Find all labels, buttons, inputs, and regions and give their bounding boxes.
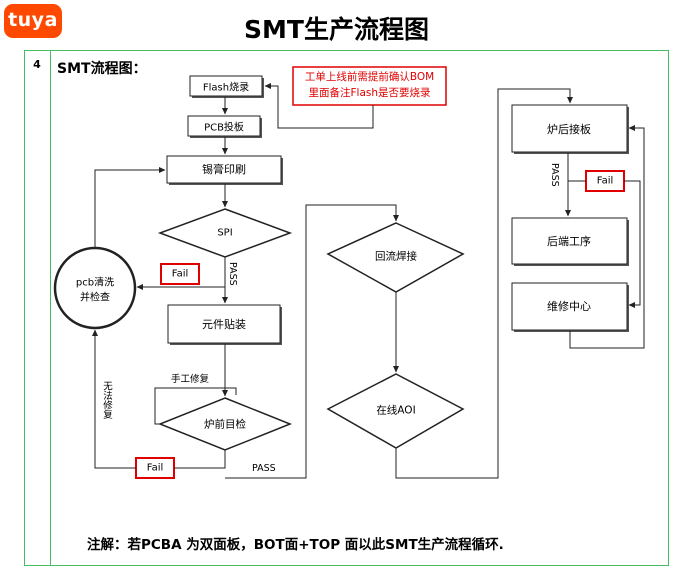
fail-label-pre-oven: Fail <box>146 462 164 474</box>
node-aoi-label: 在线AOI <box>376 404 416 417</box>
arrow-pre-oven-pass-to-reflow <box>225 204 399 479</box>
frame-border-left <box>24 50 25 565</box>
pass-label-post-oven: PASS <box>549 163 560 187</box>
node-pre-oven-label: 炉前目检 <box>204 418 246 431</box>
node-clean-label-line2: 并检查 <box>80 292 110 304</box>
fail-label-post-oven: Fail <box>596 175 614 187</box>
arrow-callout-to-flash <box>264 83 374 129</box>
section-number: 4 <box>33 58 41 71</box>
node-back-end-label: 后端工序 <box>547 235 591 248</box>
line-pre-oven-fail <box>174 450 226 469</box>
node-back-end-box <box>511 217 629 266</box>
arrow-fail-to-repair <box>624 180 641 308</box>
fail-label-spi: Fail <box>171 268 189 280</box>
fail-box-spi <box>160 263 200 285</box>
callout-text: 工单上线前需提前确认BOM 里面备注Flash是否要烧录 <box>293 67 446 107</box>
node-post-oven-box <box>511 104 629 154</box>
node-solder-print-label: 锡膏印刷 <box>202 163 246 176</box>
node-reflow-label: 回流焊接 <box>375 250 417 263</box>
page-title: SMT生产流程图 <box>244 15 429 44</box>
node-pcb-board-label: PCB投板 <box>204 122 244 134</box>
frame-border-top <box>24 50 669 51</box>
node-flash-box <box>189 75 264 98</box>
callout-line-1: 工单上线前需提前确认BOM <box>304 71 435 83</box>
pass-label-spi: PASS <box>227 262 238 286</box>
node-flash-label: Flash烧录 <box>202 82 250 94</box>
node-solder-print-box <box>166 155 283 185</box>
node-spi-label: SPI <box>217 227 233 239</box>
arrow-manual-repair-loop <box>154 387 237 425</box>
arrow-repair-to-post-oven <box>569 125 645 349</box>
brand-logo: tuya <box>4 4 62 38</box>
pass-label-pre-oven: PASS <box>252 463 276 474</box>
node-repair-label: 维修中心 <box>547 300 591 313</box>
arrow-clean-to-solder <box>94 167 166 248</box>
frame-column-divider <box>50 50 51 565</box>
section-title: SMT流程图： <box>57 61 147 77</box>
node-place-box <box>167 304 282 345</box>
footer-note: 注解：若PCBA 为双面板，BOT面+TOP 面以此SMT生产流程循环. <box>87 537 504 553</box>
arrow-cannot-repair-to-clean <box>92 329 136 469</box>
manual-repair-label: 手工修复 <box>171 374 210 385</box>
callout-box <box>292 66 447 106</box>
node-post-oven-label: 炉后接板 <box>547 123 591 136</box>
node-place-label: 元件贴装 <box>202 318 246 331</box>
node-clean-label-line1: pcb清洗 <box>75 277 115 289</box>
cannot-repair-label: 无法修复 <box>101 381 112 419</box>
arrow-aoi-to-post-oven <box>395 88 573 479</box>
frame-border-right <box>668 50 669 565</box>
callout-line-2: 里面备注Flash是否要烧录 <box>308 87 431 99</box>
node-repair-box <box>511 282 629 332</box>
frame-border-bottom <box>24 565 669 566</box>
node-pcb-board-box <box>187 115 262 138</box>
